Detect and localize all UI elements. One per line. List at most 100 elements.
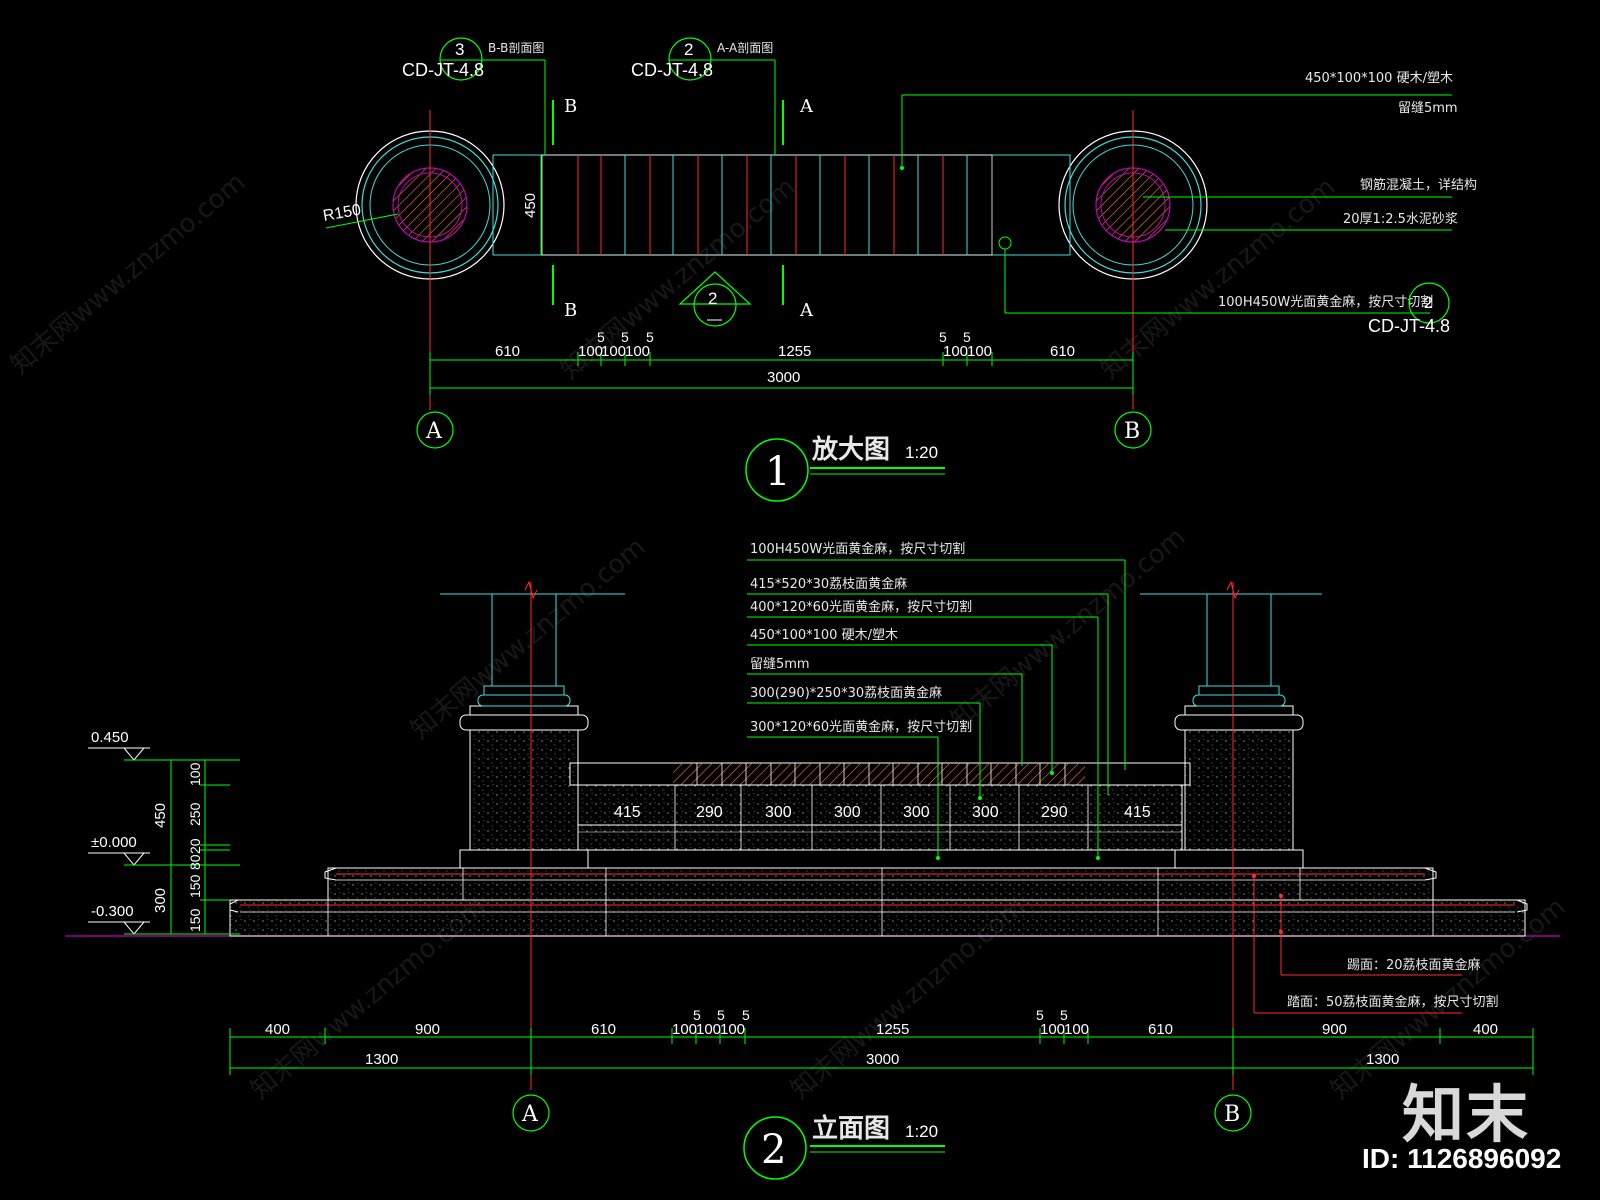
level: ±0.000 bbox=[91, 834, 137, 851]
dim: 1300 bbox=[365, 1051, 398, 1068]
dim: 100 bbox=[672, 1021, 697, 1038]
dim-small: 5 bbox=[1036, 1007, 1044, 1023]
section-mark-a: A bbox=[799, 300, 814, 321]
elevation-notes: 100H450W光面黄金麻，按尺寸切割 415*520*30荔枝面黄金麻 400… bbox=[747, 541, 1126, 860]
axis-b: B bbox=[1224, 1102, 1240, 1127]
view-number: 2 bbox=[761, 1127, 786, 1173]
note: 20厚1:2.5水泥砂浆 bbox=[1343, 212, 1458, 227]
dim: 400 bbox=[1473, 1021, 1498, 1038]
panel-width: 300 bbox=[903, 804, 930, 821]
level: 0.450 bbox=[91, 729, 129, 746]
watermark: 知末网www.znzmo.com bbox=[405, 532, 651, 745]
note: 300*120*60光面黄金麻，按尺寸切割 bbox=[750, 719, 972, 735]
dim-small: 5 bbox=[693, 1007, 701, 1023]
panel-width: 415 bbox=[614, 804, 641, 821]
dim: 610 bbox=[1148, 1021, 1173, 1038]
plan-title: 1 放大图 1:20 bbox=[745, 434, 945, 502]
dim: 100 bbox=[601, 343, 626, 360]
ref-number: 2 bbox=[684, 40, 693, 59]
plan-notes: 450*100*100 硬木/塑木 留缝5mm 钢筋混凝土，详结构 20厚1:2… bbox=[900, 71, 1477, 336]
note-ref-sheet: CD-JT-4.8 bbox=[1368, 316, 1450, 336]
dim-small: 5 bbox=[621, 329, 629, 345]
dim-small: 5 bbox=[963, 329, 971, 345]
section-ref-3: 3 B-B剖面图 CD-JT-4.8 bbox=[402, 37, 546, 155]
dim: 1255 bbox=[876, 1021, 909, 1038]
dim: 610 bbox=[1050, 343, 1075, 360]
elevation-view: 415 290 300 300 300 300 290 415 100H450W… bbox=[65, 541, 1560, 1180]
note: 415*520*30荔枝面黄金麻 bbox=[750, 576, 907, 592]
dim: 100 bbox=[967, 343, 992, 360]
note: 100H450W光面黄金麻，按尺寸切割 bbox=[750, 541, 965, 557]
bench: 415 290 300 300 300 300 290 415 bbox=[569, 762, 1191, 851]
panel-width: 300 bbox=[972, 804, 999, 821]
section-marks: B B A A bbox=[552, 96, 814, 321]
note: 钢筋混凝土，详结构 bbox=[1360, 177, 1477, 193]
dim: 100 bbox=[625, 343, 650, 360]
dim-small: 5 bbox=[1060, 1007, 1068, 1023]
view-scale: 1:20 bbox=[905, 443, 938, 462]
panel-width: 415 bbox=[1124, 804, 1151, 821]
vdim: 250 bbox=[187, 802, 203, 826]
note: 400*120*60光面黄金麻，按尺寸切割 bbox=[750, 599, 972, 615]
vdim: 150 bbox=[187, 908, 203, 932]
axis-a: A bbox=[425, 419, 443, 444]
section-mark-b: B bbox=[564, 96, 577, 117]
view-number: 1 bbox=[765, 449, 790, 495]
dim-small: 5 bbox=[717, 1007, 725, 1023]
dim-small: 5 bbox=[597, 329, 605, 345]
note: 100H450W光面黄金麻，按尺寸切割 bbox=[1218, 294, 1433, 310]
view-title: 立面图 bbox=[812, 1113, 890, 1144]
note: 踢面：20荔枝面黄金麻 bbox=[1347, 957, 1481, 973]
level-marks: 0.450 ±0.000 -0.300 450 300 100 250 20 bbox=[88, 729, 240, 935]
note: 450*100*100 硬木/塑木 bbox=[1305, 71, 1453, 86]
panel-width: 300 bbox=[765, 804, 792, 821]
panel-width: 290 bbox=[1041, 804, 1068, 821]
dim-small: 5 bbox=[939, 329, 947, 345]
dim-total: 3000 bbox=[767, 369, 800, 386]
dim-small: 5 bbox=[646, 329, 654, 345]
width-dimension: 450 bbox=[522, 193, 539, 218]
right-pier bbox=[1140, 593, 1322, 869]
watermark: 知末网www.znzmo.com bbox=[5, 167, 251, 380]
note: 留缝5mm bbox=[1398, 101, 1458, 116]
dim: 900 bbox=[1322, 1021, 1347, 1038]
view-scale: 1:20 bbox=[905, 1122, 938, 1141]
note: 300(290)*250*30荔枝面黄金麻 bbox=[750, 685, 942, 701]
ref-sheet: CD-JT-4.8 bbox=[631, 60, 713, 80]
panel-width: 290 bbox=[696, 804, 723, 821]
dim: 100 bbox=[943, 343, 968, 360]
slats bbox=[577, 155, 968, 255]
view-title: 放大图 bbox=[811, 434, 890, 465]
dim: 100 bbox=[578, 343, 603, 360]
vdim: 150 bbox=[187, 874, 203, 898]
section-ref-2: 2 A-A剖面图 CD-JT-4.8 bbox=[631, 37, 776, 155]
dim: 100 bbox=[1040, 1021, 1065, 1038]
left-pier bbox=[440, 593, 625, 869]
dim: 900 bbox=[415, 1021, 440, 1038]
ref-number: 3 bbox=[455, 40, 464, 59]
vdim: 300 bbox=[152, 888, 169, 913]
section-mark-b: B bbox=[564, 300, 577, 321]
dim: 100 bbox=[696, 1021, 721, 1038]
ref-label: A-A剖面图 bbox=[717, 41, 773, 55]
ref-label: B-B剖面图 bbox=[488, 41, 544, 55]
note: 450*100*100 硬木/塑木 bbox=[750, 628, 898, 643]
vdim: 450 bbox=[152, 803, 169, 828]
elevation-title: 2 立面图 1:20 bbox=[743, 1113, 945, 1180]
dim: 1255 bbox=[778, 343, 811, 360]
dim: 610 bbox=[495, 343, 520, 360]
note-ref-number: 2 bbox=[1424, 295, 1433, 312]
detail-mark: 2 bbox=[678, 271, 752, 327]
level: -0.300 bbox=[91, 903, 134, 920]
vdim: 20 bbox=[187, 838, 203, 854]
plan-dimensions: 610 100 100 100 1255 100 100 610 5 5 5 5… bbox=[429, 329, 1134, 395]
section-mark-a: A bbox=[799, 96, 814, 117]
axis-a: A bbox=[521, 1102, 539, 1127]
vdim: 100 bbox=[187, 762, 203, 786]
dim: 610 bbox=[591, 1021, 616, 1038]
plan-view: B B A A 3 B-B剖面图 CD-JT-4.8 2 A-A剖面图 CD-J… bbox=[322, 37, 1477, 502]
ref-sheet: CD-JT-4.8 bbox=[402, 60, 484, 80]
axis-b: B bbox=[1124, 419, 1140, 444]
note: 留缝5mm bbox=[750, 657, 810, 672]
